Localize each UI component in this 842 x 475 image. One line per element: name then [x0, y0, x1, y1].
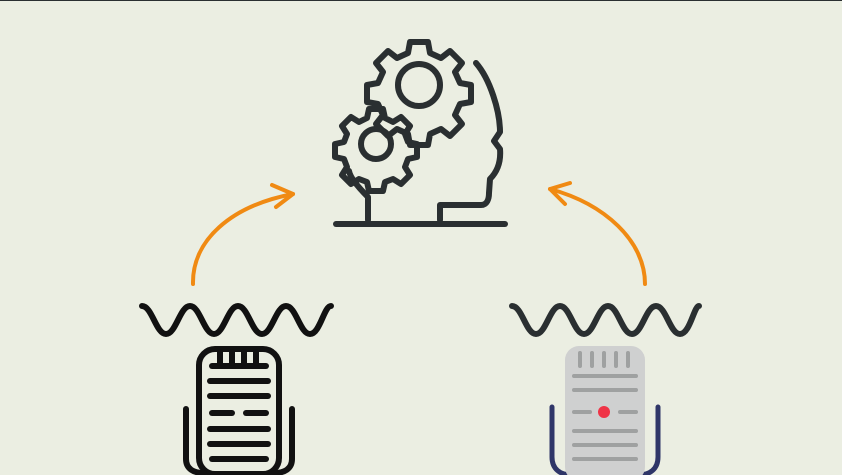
right-sound-wave: [509, 302, 702, 338]
small-gear-icon: [332, 106, 420, 194]
head-with-gears-icon: [332, 39, 508, 227]
microphone-color-icon: [549, 346, 661, 475]
right-arrowhead: [548, 181, 572, 206]
left-arrowhead: [270, 183, 295, 209]
left-sound-wave: [139, 302, 334, 338]
right-arrow-to-mind: [548, 187, 647, 286]
large-gear-icon: [364, 39, 474, 148]
microphone-outline-icon: [183, 346, 295, 475]
left-arrow-to-mind: [190, 192, 295, 286]
record-dot: [598, 406, 610, 418]
